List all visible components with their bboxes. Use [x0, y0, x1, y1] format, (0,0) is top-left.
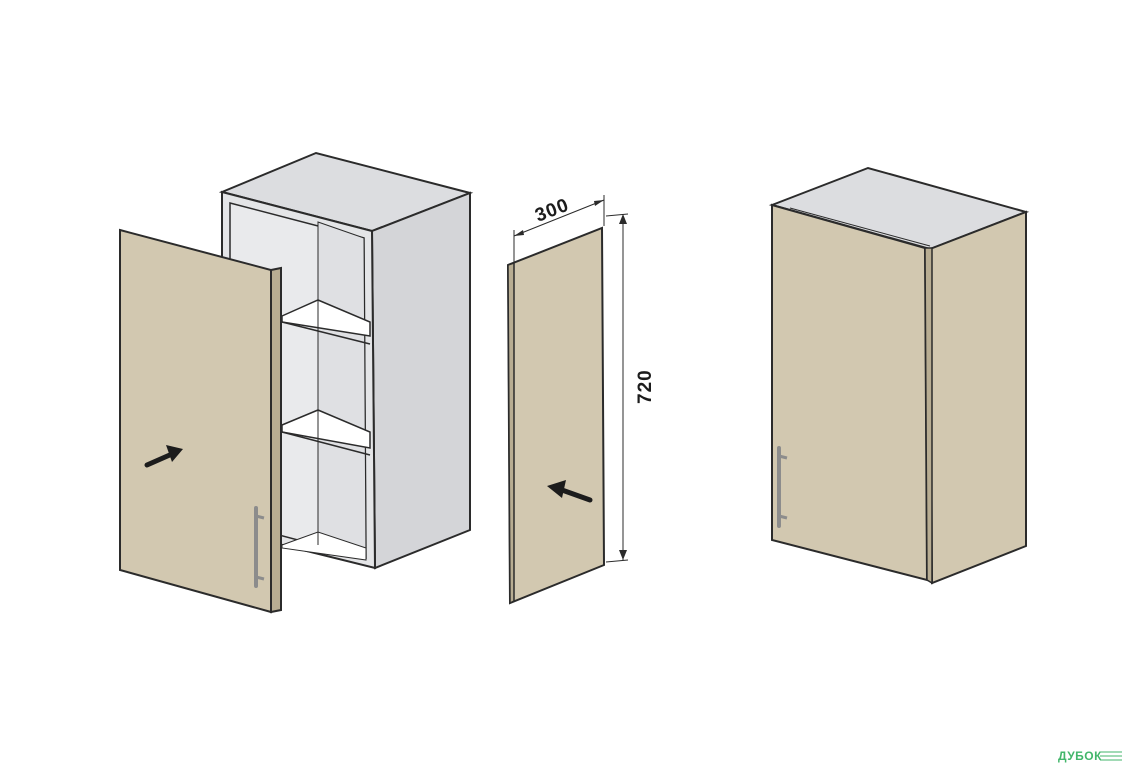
door-left-front [119, 228, 272, 614]
cabinet-door-edge [924, 247, 933, 585]
carcass-right-side [370, 191, 471, 570]
open-cabinet-group [119, 151, 474, 614]
brand-watermark: ДУБОК [1058, 749, 1122, 763]
arrow-left-icon [547, 480, 593, 503]
cabinet-door-front [771, 203, 929, 582]
height-dimension-label: 720 [635, 369, 656, 404]
closed-cabinet-group [768, 166, 1030, 585]
door-left-edge [270, 266, 282, 614]
shelf-middle-edge [281, 431, 371, 456]
height-dimension: 720 [605, 213, 656, 563]
carcass-back-wall [317, 221, 367, 559]
door-handle-left [254, 506, 265, 588]
door-handle-right [777, 446, 788, 528]
panel-front [506, 226, 606, 605]
panel-dimension-group: 300 720 [506, 195, 656, 605]
watermark-text: ДУБОК [1058, 749, 1102, 763]
cabinet-top-lip [789, 207, 931, 247]
width-dimension-label: 300 [532, 195, 572, 227]
cabinet-right-side [928, 210, 1027, 585]
panel-edge [507, 261, 515, 605]
shelf-upper-edge [281, 321, 371, 345]
arrow-right-icon [144, 445, 183, 468]
